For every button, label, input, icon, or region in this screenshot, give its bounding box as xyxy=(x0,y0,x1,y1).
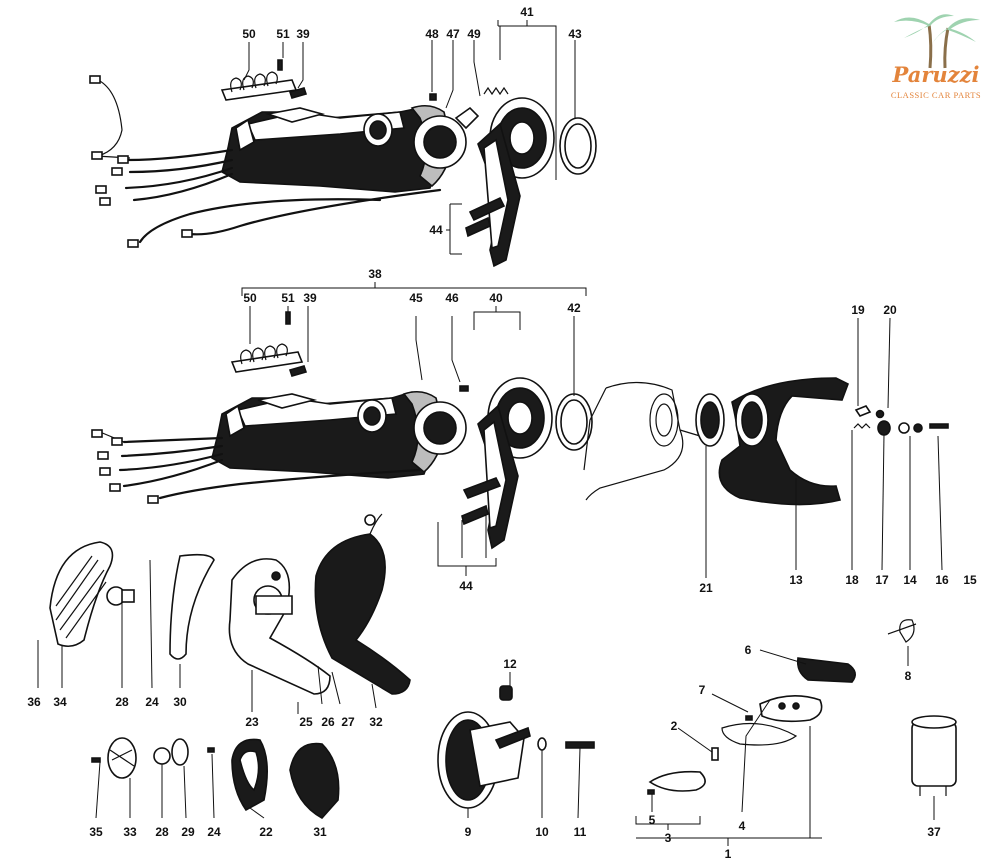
callout-51-top: 51 xyxy=(276,27,290,41)
callout-48: 48 xyxy=(425,27,439,41)
callout-21: 21 xyxy=(699,581,713,595)
middle-switch-housing xyxy=(211,390,467,479)
upper-screws xyxy=(277,59,509,101)
callout-50-top: 50 xyxy=(242,27,256,41)
callout-20: 20 xyxy=(883,303,897,317)
horn-ring-fittings xyxy=(853,405,949,436)
tail-lamp-assembly-1 xyxy=(647,619,917,795)
middle-cancelling-ring-40 xyxy=(461,377,593,550)
callout-9: 9 xyxy=(465,825,472,839)
upper-leader-lines xyxy=(243,20,576,255)
horn-ring-13 xyxy=(695,377,850,506)
lamp-body-22 xyxy=(231,738,268,812)
callout-49: 49 xyxy=(467,27,481,41)
callout-40: 40 xyxy=(489,291,503,305)
middle-leader-lines xyxy=(249,306,943,578)
callout-42: 42 xyxy=(567,301,581,315)
callout-18: 18 xyxy=(845,573,859,587)
callout-22: 22 xyxy=(259,825,273,839)
middle-bracket-38 xyxy=(241,282,587,296)
housing-23 xyxy=(228,558,331,695)
backing-plate-32 xyxy=(314,513,411,695)
callout-12: 12 xyxy=(503,657,517,671)
callout-26: 26 xyxy=(321,715,335,729)
callout-39-top: 39 xyxy=(296,27,310,41)
horn-fittings xyxy=(537,737,595,751)
upper-connector-block-50 xyxy=(220,71,298,101)
callout-15: 15 xyxy=(963,573,977,587)
callout-8: 8 xyxy=(905,669,912,683)
callout-35: 35 xyxy=(89,825,103,839)
callout-19: 19 xyxy=(851,303,865,317)
gasket-30 xyxy=(169,553,215,660)
indicator-lens-34 xyxy=(49,541,114,648)
callout-29: 29 xyxy=(181,825,195,839)
callout-45: 45 xyxy=(409,291,423,305)
callout-44-top: 44 xyxy=(429,223,443,237)
callout-16: 16 xyxy=(935,573,949,587)
upper-switch-housing xyxy=(221,104,480,193)
callout-39-middle: 39 xyxy=(303,291,317,305)
callout-33: 33 xyxy=(123,825,137,839)
callout-41: 41 xyxy=(520,5,534,19)
capacitor-37 xyxy=(911,715,957,796)
callout-24-lower: 24 xyxy=(207,825,221,839)
callout-38: 38 xyxy=(368,267,382,281)
brand-logo: Paruzzi CLASSIC CAR PARTS xyxy=(880,10,992,106)
callout-23: 23 xyxy=(245,715,259,729)
upper-contact-44 xyxy=(465,196,506,238)
callout-46: 46 xyxy=(445,291,459,305)
steering-column-outline xyxy=(583,381,701,501)
callout-25: 25 xyxy=(299,715,313,729)
callout-1: 1 xyxy=(725,847,732,861)
lamp-cover-31 xyxy=(289,742,340,820)
brand-tagline: CLASSIC CAR PARTS xyxy=(890,90,982,100)
callout-4: 4 xyxy=(739,819,746,833)
callout-36: 36 xyxy=(27,695,41,709)
callout-28-lower: 28 xyxy=(155,825,169,839)
callout-14: 14 xyxy=(903,573,917,587)
callout-numbers: 41 50 51 39 48 47 49 43 44 38 50 51 39 4… xyxy=(27,5,977,861)
callout-6: 6 xyxy=(745,643,752,657)
callout-27: 27 xyxy=(341,715,355,729)
callout-17: 17 xyxy=(875,573,889,587)
upper-wiring-harness xyxy=(89,75,442,248)
bulb-28-upper xyxy=(106,586,135,606)
callout-50-middle: 50 xyxy=(243,291,257,305)
middle-connector-block-50 xyxy=(230,311,469,392)
brand-name: Paruzzi xyxy=(892,62,980,87)
callout-43: 43 xyxy=(568,27,582,41)
small-lamp-lower xyxy=(91,737,215,779)
horn-9 xyxy=(437,685,531,809)
callout-47: 47 xyxy=(446,27,460,41)
callout-3: 3 xyxy=(665,831,672,845)
callout-11: 11 xyxy=(574,825,587,839)
callout-51-middle: 51 xyxy=(281,291,295,305)
callout-28-upper: 28 xyxy=(115,695,129,709)
callout-30: 30 xyxy=(173,695,187,709)
callout-10: 10 xyxy=(535,825,549,839)
callout-37: 37 xyxy=(927,825,941,839)
callout-24-upper: 24 xyxy=(145,695,159,709)
palm-tree-icon xyxy=(894,14,980,69)
callout-32: 32 xyxy=(369,715,383,729)
upper-cancelling-ring-41 xyxy=(477,97,597,268)
middle-wiring-harness xyxy=(91,429,422,504)
lower-leader-lines xyxy=(37,559,935,846)
callout-5: 5 xyxy=(649,813,656,827)
callout-2: 2 xyxy=(671,719,678,733)
callout-34: 34 xyxy=(53,695,67,709)
callout-7: 7 xyxy=(699,683,706,697)
callout-44-middle: 44 xyxy=(459,579,473,593)
callout-31: 31 xyxy=(313,825,327,839)
callout-13: 13 xyxy=(789,573,803,587)
